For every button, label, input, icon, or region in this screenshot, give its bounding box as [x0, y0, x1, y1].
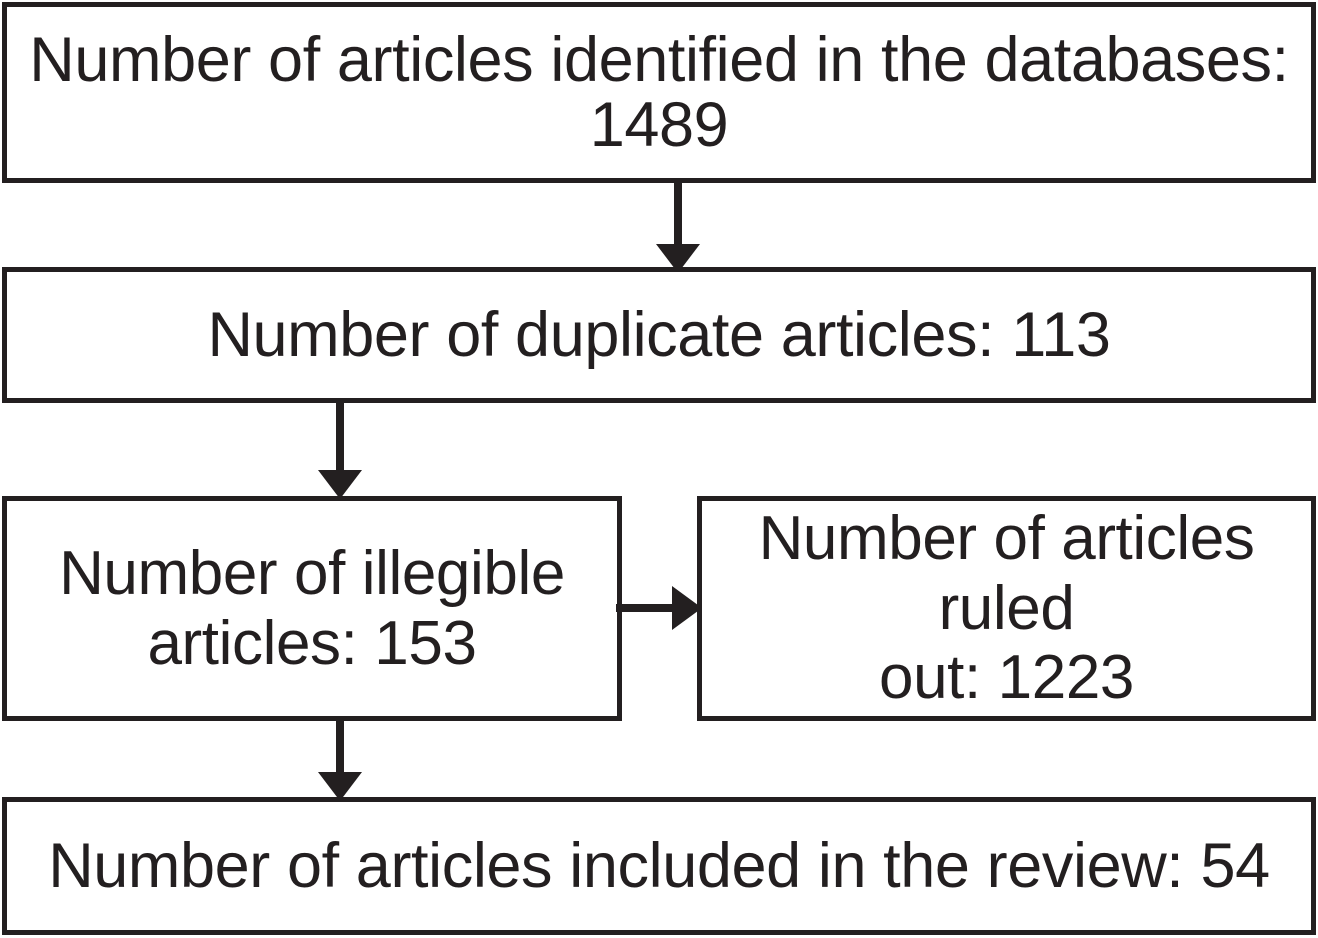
flow-node-illegible-label: Number of illegible articles: 153: [59, 539, 565, 678]
arrow-duplicates-to-illegible: [312, 398, 372, 501]
flow-node-duplicates-label: Number of duplicate articles: 113: [207, 299, 1111, 370]
arrow-identified-to-duplicates: [650, 178, 710, 273]
flow-node-illegible: Number of illegible articles: 153: [2, 496, 622, 721]
flow-node-ruled-out: Number of articles ruled out: 1223: [697, 496, 1316, 721]
flow-node-duplicates: Number of duplicate articles: 113: [2, 267, 1316, 403]
arrow-illegible-to-included: [312, 716, 372, 803]
flow-node-identified: Number of articles identified in the dat…: [2, 2, 1316, 183]
arrow-illegible-to-ruled-out: [616, 578, 706, 638]
flow-node-included-label: Number of articles included in the revie…: [48, 830, 1270, 901]
flow-node-included: Number of articles included in the revie…: [2, 797, 1316, 935]
flow-node-identified-label: Number of articles identified in the dat…: [29, 25, 1289, 160]
flow-node-ruled-out-label: Number of articles ruled out: 1223: [758, 504, 1255, 713]
